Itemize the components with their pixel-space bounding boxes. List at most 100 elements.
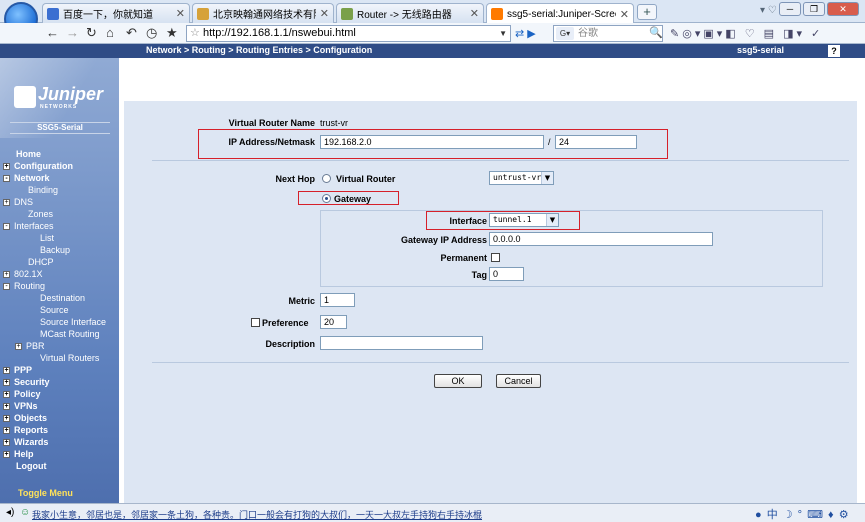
toggle-menu-link[interactable]: Toggle Menu [18,488,73,498]
sidebar-item-objects[interactable]: +Objects [3,412,47,424]
sidebar-item-network[interactable]: -Network [3,172,50,184]
expand-icon[interactable]: + [3,451,10,458]
url-dropdown-icon[interactable]: ▼ [499,26,507,41]
sidebar-item-routing[interactable]: -Routing [3,280,45,292]
description-input[interactable] [320,336,483,350]
gateway-radio[interactable] [322,194,331,203]
virtual-router-radio[interactable] [322,174,331,183]
close-tab-icon[interactable]: ✕ [320,7,329,20]
sidebar-item-802-1x[interactable]: +802.1X [3,268,43,280]
virtual-router-select[interactable]: untrust-vr ▼ [489,171,554,185]
browser-tab-inhand[interactable]: 北京映翰通网络技术有限公司 ✕ [192,3,334,23]
sidebar-item-ppp[interactable]: +PPP [3,364,32,376]
juniper-favicon-icon [491,8,503,20]
sidebar-item-destination[interactable]: Destination [40,292,85,304]
divider [152,362,849,363]
interface-select[interactable]: tunnel.1 ▼ [489,213,559,227]
collapse-icon[interactable]: - [3,175,10,182]
sidebar-item-help[interactable]: +Help [3,448,34,460]
sidebar-item-dhcp[interactable]: DHCP [28,256,54,268]
sidebar-item-home[interactable]: Home [16,148,41,160]
sidebar-item-reports[interactable]: +Reports [3,424,48,436]
close-tab-icon[interactable]: ✕ [620,8,629,21]
permanent-checkbox[interactable] [491,253,500,262]
netmask-input[interactable]: 24 [555,135,637,149]
ip-address-input[interactable]: 192.168.2.0 [320,135,544,149]
sidebar-item-list[interactable]: List [40,232,54,244]
sidebar-item-pbr[interactable]: +PBR [15,340,45,352]
favorite-star-icon[interactable]: ★ [166,26,178,40]
sidebar-item-dns[interactable]: +DNS [3,196,33,208]
minimize-icon[interactable]: ─ [779,2,801,16]
browser-tab-baidu[interactable]: 百度一下，你就知道 ✕ [42,3,190,23]
sidebar-item-security[interactable]: +Security [3,376,50,388]
forward-arrow-icon[interactable]: → [66,26,79,40]
preference-checkbox[interactable] [251,318,260,327]
sidebar-item-source[interactable]: Source [40,304,69,316]
sidebar-item-logout[interactable]: Logout [16,460,47,472]
sidebar-item-backup[interactable]: Backup [40,244,70,256]
sidebar-item-wizards[interactable]: +Wizards [3,436,48,448]
expand-icon[interactable]: + [3,379,10,386]
cancel-button[interactable]: Cancel [496,374,541,388]
sidebar-item-label: Source Interface [40,317,106,327]
status-news-text[interactable]: 我家小生意，邻居也是，邻居家一条土狗，各种贵。门口一般会有打狗的大叔们，一天一大… [32,508,482,521]
tag-label: Tag [380,270,487,280]
search-input[interactable]: G▾ 谷歌 [553,25,663,42]
sidebar-item-vpns[interactable]: +VPNs [3,400,38,412]
sidebar-item-virtual-routers[interactable]: Virtual Routers [40,352,99,364]
maximize-icon[interactable]: ❐ [803,2,825,16]
undo-icon[interactable]: ↶ [126,26,137,40]
sidebar-item-configuration[interactable]: +Configuration [3,160,73,172]
bookmark-star-icon[interactable]: ☆ [190,26,200,41]
new-tab-button[interactable]: + [637,4,657,20]
sidebar-item-source-interface[interactable]: Source Interface [40,316,106,328]
expand-icon[interactable]: + [3,199,10,206]
home-icon[interactable]: ⌂ [106,26,114,40]
speaker-icon[interactable]: ◂) [6,507,14,518]
search-engine-icon[interactable]: G▾ [556,27,574,40]
metric-label: Metric [203,296,315,306]
expand-icon[interactable]: + [3,403,10,410]
browser-tab-router[interactable]: Router -> 无线路由器 ✕ [336,3,484,23]
url-text: http://192.168.1.1/nswebui.html [203,27,356,39]
status-tray-icons[interactable]: ● 中 ☽ ° ⌨ ♦ ⚙ [755,506,850,522]
expand-icon[interactable]: + [15,343,22,350]
tag-input[interactable]: 0 [489,267,524,281]
sidebar-item-interfaces[interactable]: -Interfaces [3,220,54,232]
preference-input[interactable]: 20 [320,315,347,329]
sidebar-item-mcast-routing[interactable]: MCast Routing [40,328,100,340]
close-window-icon[interactable]: ✕ [827,2,859,16]
sidebar-item-policy[interactable]: +Policy [3,388,41,400]
browser-tab-ssg5[interactable]: ssg5-serial:Juniper-ScreenOS... ✕ [486,3,634,24]
gateway-ip-input[interactable]: 0.0.0.0 [489,232,713,246]
search-placeholder: 谷歌 [578,28,598,39]
close-tab-icon[interactable]: ✕ [176,7,185,20]
help-button[interactable]: ? [828,45,840,57]
address-bar[interactable]: ☆ http://192.168.1.1/nswebui.html ▼ [186,25,511,42]
metric-input[interactable]: 1 [320,293,355,307]
toolbar-icons[interactable]: ✎◎▾▣▾◧ ♡ ▤ ◨▾ ✓ [670,27,823,40]
sidebar-item-label: Interfaces [14,221,54,231]
sidebar-item-zones[interactable]: Zones [28,208,53,220]
menu-icons[interactable]: ▾ ♡ [760,5,777,16]
expand-icon[interactable]: + [3,439,10,446]
expand-icon[interactable]: + [3,427,10,434]
collapse-icon[interactable]: - [3,283,10,290]
collapse-icon[interactable]: - [3,223,10,230]
sidebar-item-binding[interactable]: Binding [28,184,58,196]
search-icon[interactable]: 🔍 [649,26,663,39]
go-buttons[interactable]: ⇄ ▶ [515,27,536,40]
expand-icon[interactable]: + [3,415,10,422]
refresh-icon[interactable]: ↻ [86,26,97,40]
back-arrow-icon[interactable]: ← [46,26,59,40]
close-tab-icon[interactable]: ✕ [470,7,479,20]
expand-icon[interactable]: + [3,163,10,170]
sidebar-item-label: Destination [40,293,85,303]
expand-icon[interactable]: + [3,271,10,278]
history-icon[interactable]: ◷ [146,26,157,40]
expand-icon[interactable]: + [3,391,10,398]
expand-icon[interactable]: + [3,367,10,374]
ok-button[interactable]: OK [434,374,482,388]
description-label: Description [203,339,315,349]
